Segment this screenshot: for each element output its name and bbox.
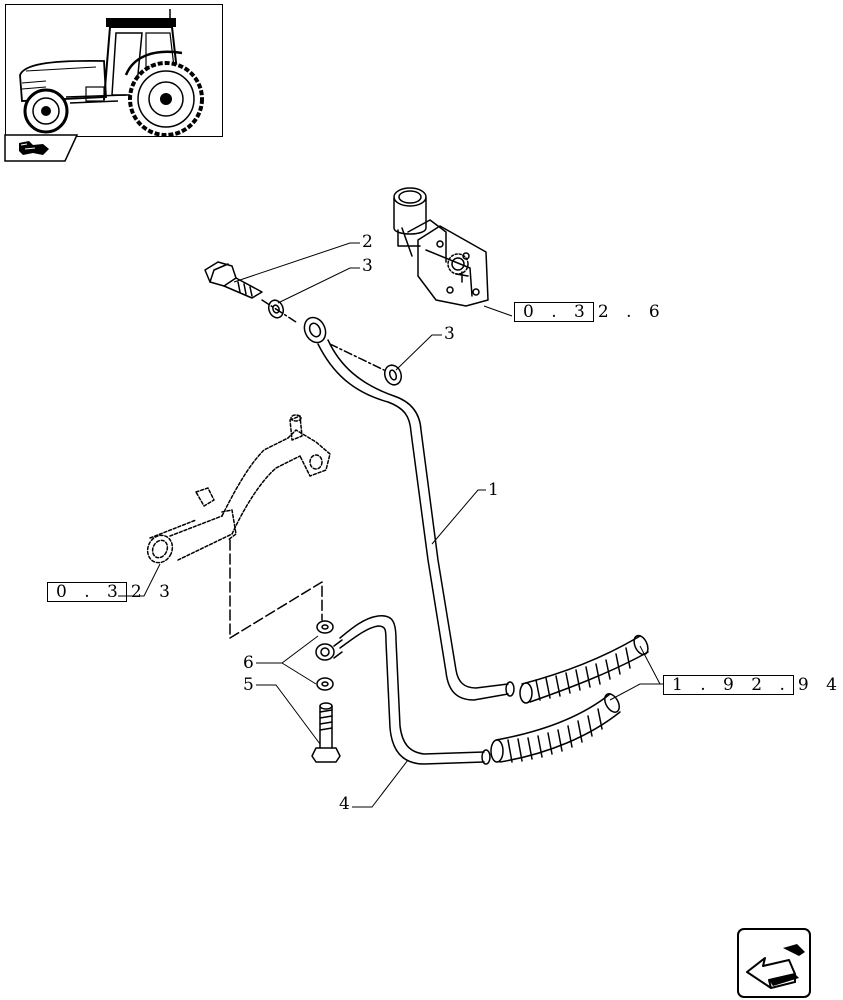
corrugated-hose-lower — [490, 693, 621, 763]
next-page-arrow-icon — [746, 944, 805, 989]
reference-rest-part: 2 . 6 — [597, 302, 666, 322]
banjo-bolt-bottom — [311, 702, 341, 763]
reference-boxed-part: 0 . 3 — [47, 582, 127, 602]
corrugated-hose-upper — [519, 634, 649, 704]
tractor-icon — [19, 9, 204, 137]
tractor-thumbnail[interactable] — [5, 4, 223, 137]
reference-rest-part: 2 3 — [130, 582, 176, 602]
thermostat-housing — [393, 187, 489, 307]
pipe-1 — [303, 316, 515, 701]
pipe-4 — [339, 615, 491, 765]
back-tab[interactable] — [4, 134, 79, 162]
next-page-button[interactable] — [737, 928, 811, 998]
callout-4: 4 — [339, 794, 350, 814]
diagram-drawing — [118, 187, 664, 808]
reference-boxed-part: 0 . 3 — [514, 302, 594, 322]
banjo-bolt-top — [204, 261, 263, 299]
bypass-pipe — [146, 414, 331, 564]
callout-3-upper: 3 — [362, 256, 373, 276]
reference-1-92-94[interactable]: 1 . 9 2 .9 4 — [663, 675, 843, 695]
callout-6: 6 — [243, 653, 254, 673]
reference-rest-part: 9 4 — [797, 675, 843, 695]
callout-5: 5 — [243, 675, 254, 695]
reference-boxed-part: 1 . 9 2 . — [663, 675, 794, 695]
book-back-icon — [4, 134, 79, 162]
callout-3-lower: 3 — [444, 324, 455, 344]
callout-2: 2 — [362, 232, 373, 252]
callout-1: 1 — [488, 480, 499, 500]
